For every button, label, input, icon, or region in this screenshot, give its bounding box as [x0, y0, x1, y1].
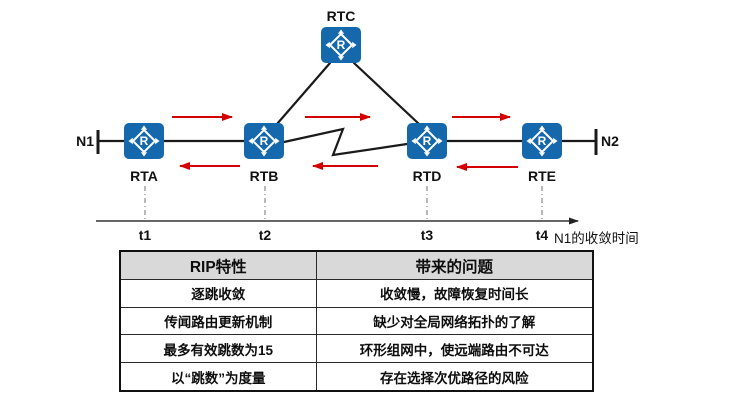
router-node-rta: R: [124, 123, 164, 159]
network-label-n2: N2: [601, 133, 619, 149]
table-row: 传闻路由更新机制 缺少对全局网络拓扑的了解: [119, 306, 594, 336]
topology-diagram: R R R R R: [76, 8, 639, 246]
router-icon: R: [538, 134, 547, 148]
table-header-problem: 带来的问题: [315, 250, 594, 280]
router-node-rtb: R: [244, 123, 284, 159]
router-icon: R: [337, 38, 346, 52]
table-row: 最多有效跳数为15 环形组网中，使远端路由不可达: [119, 334, 594, 364]
convergence-timeline: t1 t2 t3 t4 N1的收敛时间: [96, 186, 639, 246]
router-node-rte: R: [522, 123, 562, 159]
timeline-tick-t1: t1: [139, 227, 152, 243]
table-cell-problem: 收敛慢，故障恢复时间长: [315, 279, 594, 308]
router-icon: R: [140, 134, 149, 148]
link-rtb-rtd-serial-zigzag: [282, 127, 409, 157]
router-icon: R: [423, 134, 432, 148]
router-label-rtc: RTC: [327, 8, 356, 24]
table-header-row: RIP特性 带来的问题: [119, 250, 594, 280]
link-rtb-rtc: [275, 61, 332, 126]
router-label-rta: RTA: [130, 168, 158, 184]
table-row: 以“跳数”为度量 存在选择次优路径的风险: [119, 362, 594, 392]
router-label-rte: RTE: [528, 168, 556, 184]
table-cell-problem: 缺少对全局网络拓扑的了解: [315, 306, 594, 336]
table-row: 逐跳收敛 收敛慢，故障恢复时间长: [119, 279, 594, 308]
router-icon: R: [260, 134, 269, 148]
router-label-rtd: RTD: [413, 168, 442, 184]
table-cell-feature: 最多有效跳数为15: [119, 334, 317, 364]
link-rtc-rtd: [352, 61, 421, 126]
router-node-rtd: R: [407, 123, 447, 159]
network-label-n1: N1: [76, 133, 94, 149]
table-cell-feature: 传闻路由更新机制: [119, 306, 317, 336]
table-cell-problem: 环形组网中，使远端路由不可达: [315, 334, 594, 364]
table-cell-problem: 存在选择次优路径的风险: [315, 362, 594, 392]
timeline-tick-t4: t4: [536, 227, 549, 243]
timeline-tick-t2: t2: [259, 227, 272, 243]
route-update-arrows: [172, 113, 518, 171]
timeline-tick-t3: t3: [421, 227, 434, 243]
table-cell-feature: 以“跳数”为度量: [119, 362, 317, 392]
table-cell-feature: 逐跳收敛: [119, 279, 317, 308]
table-header-feature: RIP特性: [119, 250, 317, 280]
rip-feature-table: RIP特性 带来的问题 逐跳收敛 收敛慢，故障恢复时间长 传闻路由更新机制 缺少…: [119, 250, 594, 392]
timeline-axis-label: N1的收敛时间: [554, 231, 639, 246]
router-node-rtc: R: [321, 27, 361, 63]
network-links: [96, 61, 598, 157]
router-label-rtb: RTB: [250, 168, 279, 184]
